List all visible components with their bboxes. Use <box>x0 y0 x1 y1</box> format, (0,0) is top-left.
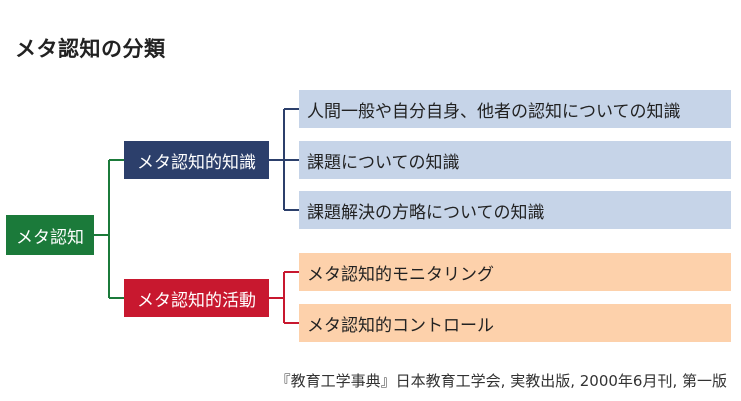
leaf-metacognitive-control: メタ認知的コントロール <box>299 304 731 342</box>
root-node-metacognition: メタ認知 <box>6 215 94 255</box>
branch-node-metacognitive-knowledge: メタ認知的知識 <box>124 141 269 179</box>
source-citation: 『教育工学事典』日本教育工学会, 実教出版, 2000年6月刊, 第一版 <box>275 372 727 390</box>
leaf-knowledge-of-task: 課題についての知識 <box>299 141 731 179</box>
branch-node-metacognitive-activity: メタ認知的活動 <box>124 279 269 317</box>
diagram-title: メタ認知の分類 <box>15 37 166 61</box>
leaf-knowledge-of-strategy: 課題解決の方略についての知識 <box>299 191 731 229</box>
leaf-metacognitive-monitoring: メタ認知的モニタリング <box>299 253 731 291</box>
knowledge-connector <box>269 108 299 211</box>
leaf-knowledge-of-cognition: 人間一般や自分自身、他者の認知についての知識 <box>299 90 731 128</box>
root-connector <box>94 159 124 299</box>
activity-connector <box>269 271 299 324</box>
